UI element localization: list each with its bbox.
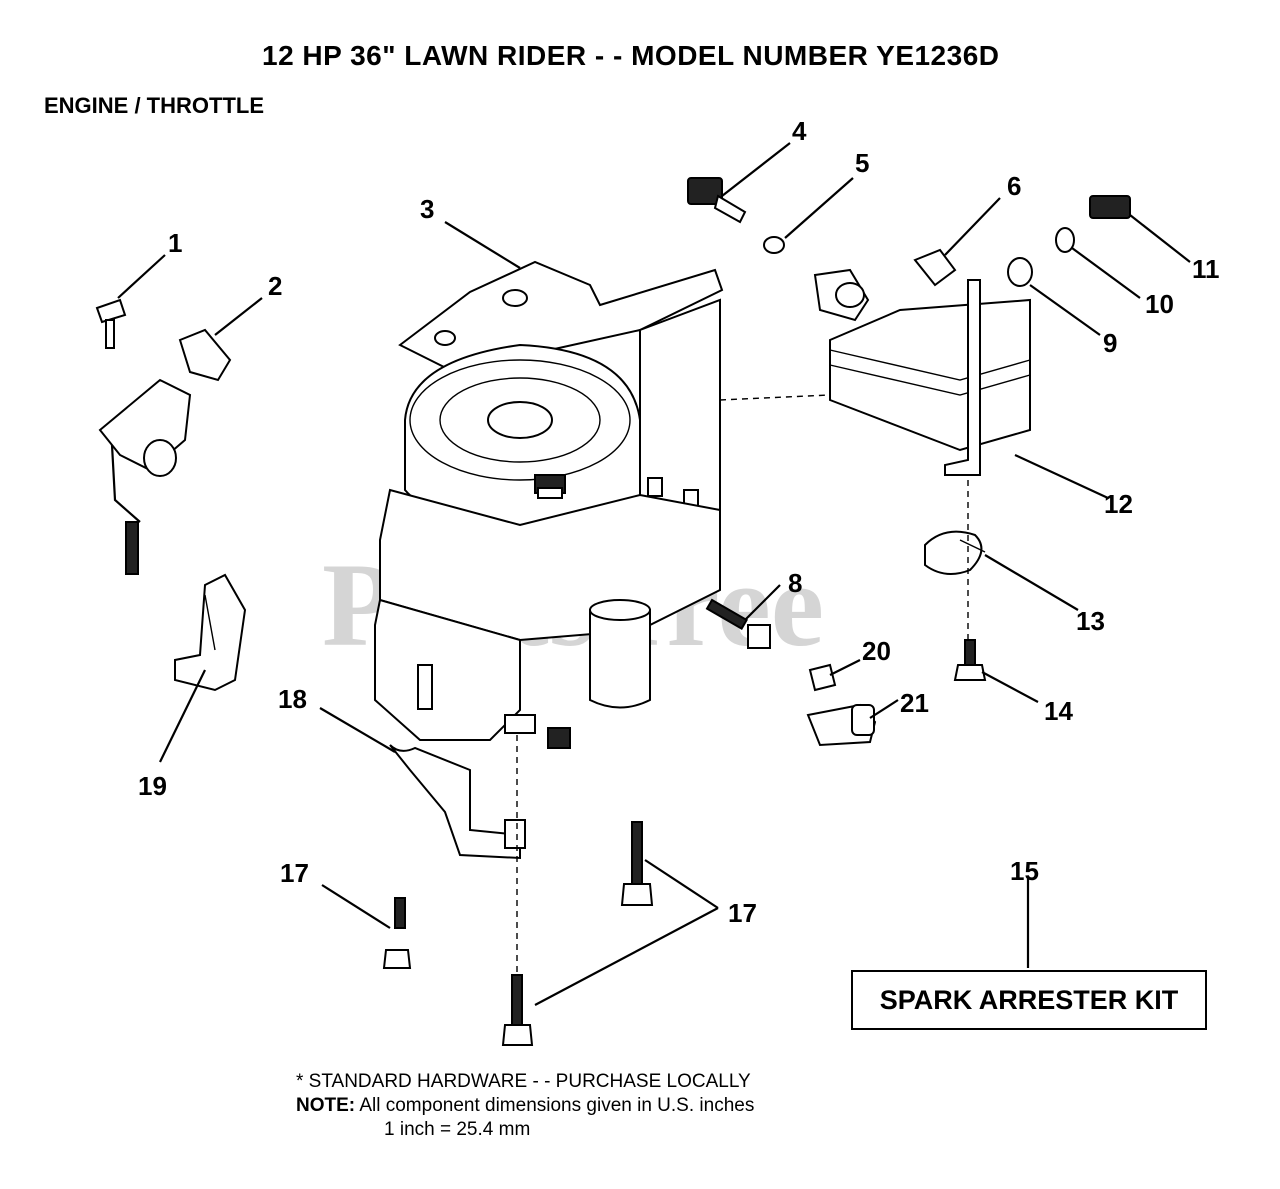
engine-drawing <box>374 260 724 860</box>
diagram-subtitle: ENGINE / THROTTLE <box>44 93 264 118</box>
mounting-bolts <box>382 394 969 1046</box>
callout-13: 13 <box>1076 606 1105 636</box>
callout-15: 15 <box>1010 856 1039 886</box>
callout-8: 8 <box>788 568 802 598</box>
spark-arrester-kit-label: SPARK ARRESTER KIT <box>879 984 1179 1015</box>
spark-arrester-kit-box: SPARK ARRESTER KIT <box>851 970 1207 1030</box>
leader-lines <box>117 142 1191 1006</box>
footnotes: * STANDARD HARDWARE - - PURCHASE LOCALLY… <box>296 1070 754 1142</box>
clip-part <box>174 573 247 692</box>
callout-5: 5 <box>855 148 869 178</box>
note-label: NOTE: <box>296 1095 356 1116</box>
callout-1: 1 <box>168 228 182 258</box>
small-parts <box>705 598 877 747</box>
callout-2: 2 <box>268 271 282 301</box>
diagram-title: 12 HP 36" LAWN RIDER - - MODEL NUMBER YE… <box>262 40 1000 71</box>
callout-19: 19 <box>138 771 167 801</box>
callout-3: 3 <box>420 194 434 224</box>
muffler-assembly <box>687 177 1131 681</box>
throttle-parts <box>95 298 232 575</box>
callout-21: 21 <box>900 688 929 718</box>
dimensions-note-text: All component dimensions given in U.S. i… <box>355 1095 755 1116</box>
callout-17-left: 17 <box>280 858 309 888</box>
callout-14: 14 <box>1044 696 1073 726</box>
callout-20: 20 <box>862 636 891 666</box>
callout-18: 18 <box>278 684 307 714</box>
callout-12: 12 <box>1104 489 1133 519</box>
callout-10: 10 <box>1145 289 1174 319</box>
standard-hardware-note: * STANDARD HARDWARE - - PURCHASE LOCALLY <box>296 1071 751 1092</box>
callout-11: 11 <box>1192 254 1220 284</box>
callout-numbers: 1 2 3 4 5 6 11 10 9 12 13 14 15 8 20 21 … <box>138 116 1220 928</box>
callout-9: 9 <box>1103 328 1117 358</box>
callout-4: 4 <box>792 116 807 146</box>
callout-17-right: 17 <box>728 898 757 928</box>
callout-6: 6 <box>1007 171 1021 201</box>
conversion-note: 1 inch = 25.4 mm <box>384 1119 531 1140</box>
dimensions-note: NOTE: All component dimensions given in … <box>296 1094 754 1118</box>
